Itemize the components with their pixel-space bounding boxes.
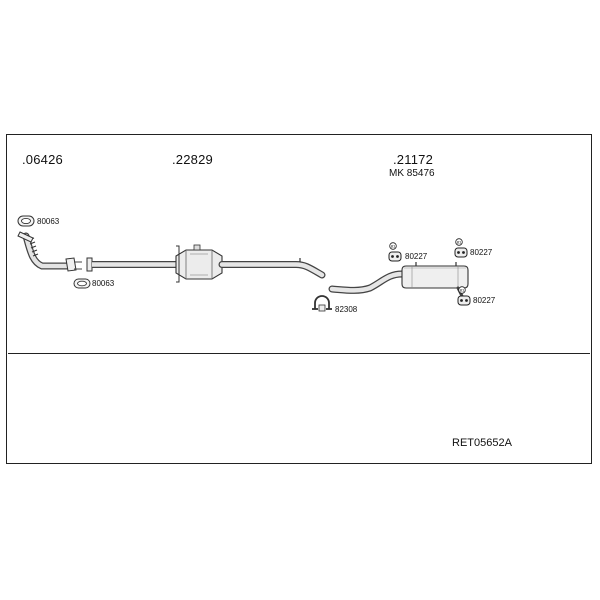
part-number-front-pipe: .06426	[22, 152, 63, 167]
diagram-divider	[8, 353, 590, 354]
hanger-bottom-label: 80227	[473, 296, 496, 305]
clamp-label: 82308	[335, 305, 358, 314]
hanger-badge: 81	[457, 240, 462, 245]
diagram-frame	[6, 134, 592, 464]
catalyst-pipe-icon	[86, 244, 326, 283]
front-pipe-icon	[17, 231, 82, 272]
gasket-top-label: 80063	[37, 217, 60, 226]
rubber-hanger-icon	[454, 238, 468, 258]
hanger-right-label: 80227	[470, 248, 493, 257]
mounting-kit-label: MK 85476	[389, 168, 435, 179]
rubber-hanger-icon	[388, 242, 402, 262]
hanger-left-label: 80227	[405, 252, 428, 261]
reference-code: RET05652A	[452, 437, 512, 449]
rubber-hanger-icon	[457, 286, 471, 306]
hanger-badge: 81	[460, 288, 465, 293]
rear-silencer-icon	[328, 262, 469, 298]
part-number-catalyst-pipe: .22829	[172, 152, 213, 167]
clamp-icon	[312, 295, 332, 312]
hanger-badge: 81	[391, 244, 396, 249]
gasket-icon	[73, 278, 91, 289]
gasket-bottom-label: 80063	[92, 279, 115, 288]
gasket-icon	[17, 215, 35, 227]
part-number-rear-silencer: .21172	[393, 152, 433, 167]
